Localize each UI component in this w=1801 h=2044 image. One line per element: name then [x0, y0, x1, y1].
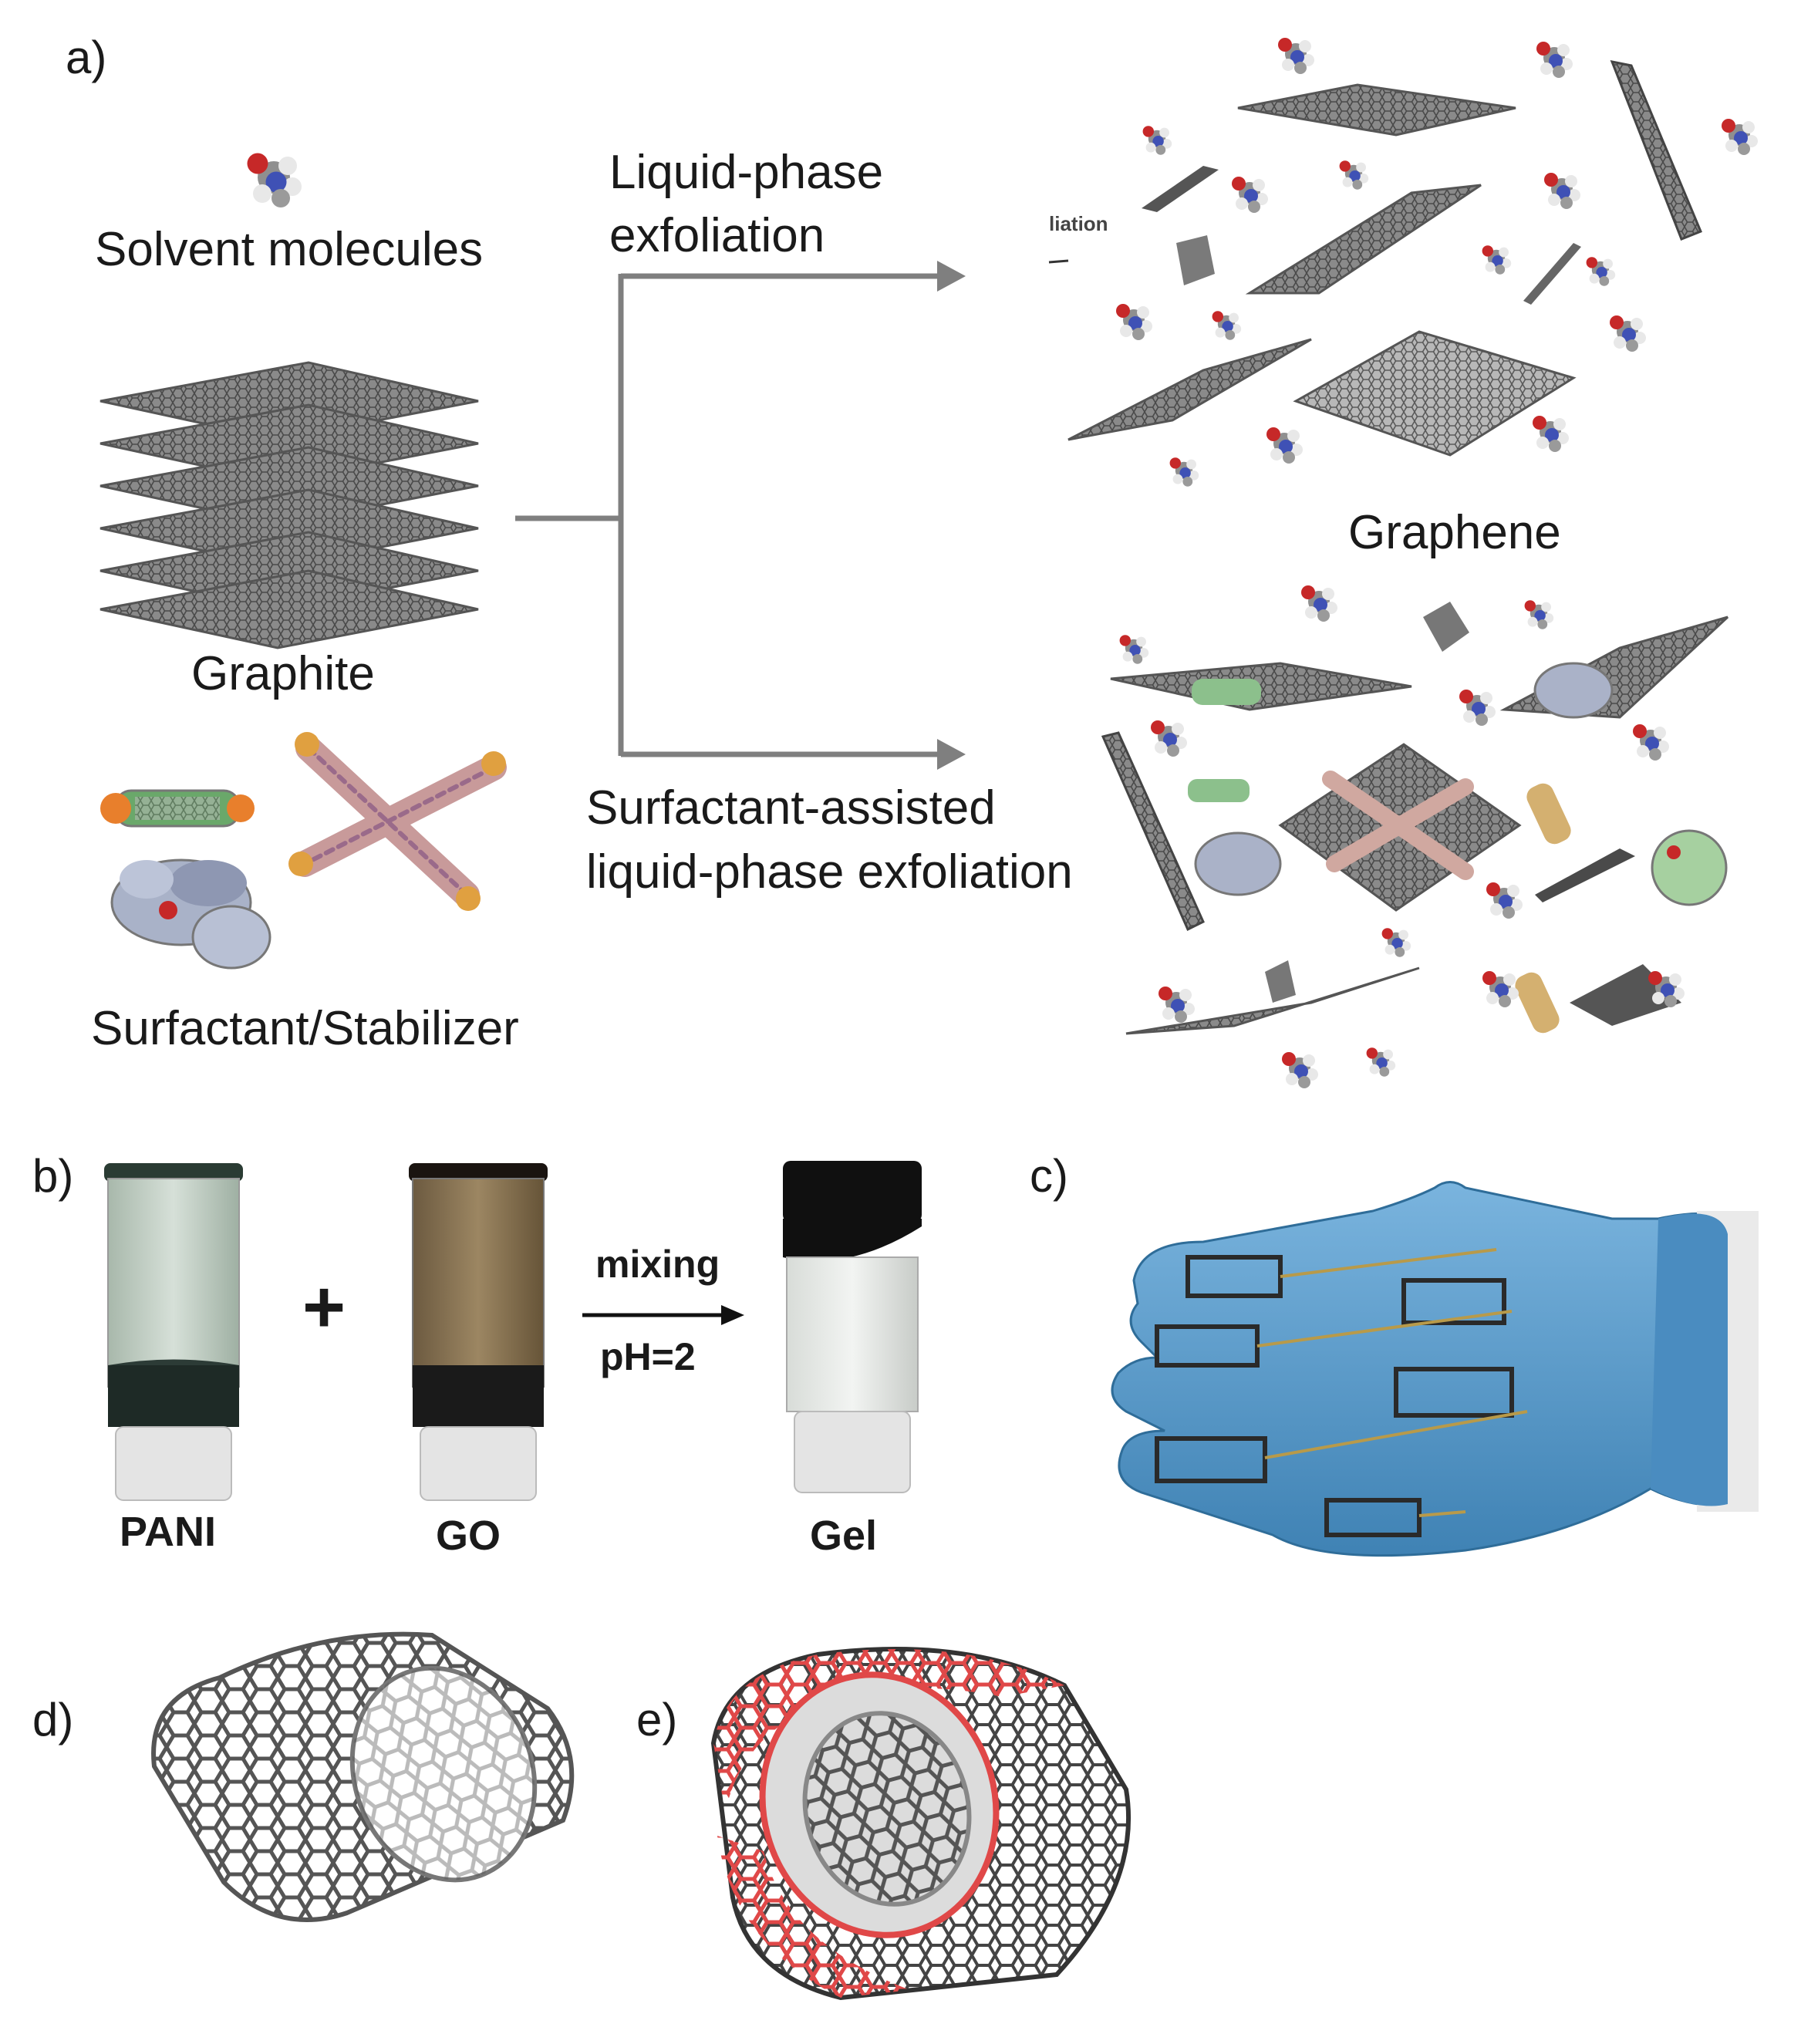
plus-sign: +	[302, 1266, 346, 1348]
route-bottom-line1: Surfactant-assisted	[586, 781, 996, 835]
glove	[1111, 1181, 1759, 1557]
vial-label-go: GO	[436, 1513, 501, 1559]
vial-gel	[783, 1161, 922, 1493]
vial-go	[409, 1163, 548, 1501]
vial-label-gel: Gel	[810, 1513, 878, 1559]
surfactant-cross	[288, 732, 507, 911]
surfactant-caption: Surfactant/Stabilizer	[91, 1002, 519, 1055]
graphene-scene-top	[1048, 38, 1758, 487]
panel-b-graphics	[104, 1161, 922, 1501]
graphene-caption: Graphene	[1348, 506, 1561, 559]
panel-a-label: a)	[66, 32, 107, 83]
mixing-label: mixing	[595, 1243, 720, 1286]
panel-c-graphics	[1064, 1142, 1759, 1573]
mixing-arrow	[582, 1305, 744, 1325]
vial-pani	[104, 1163, 243, 1501]
panel-a-graphics	[99, 38, 1758, 1088]
surfactant-rod	[100, 789, 255, 828]
surfactant-cross-on-sheet	[1322, 771, 1474, 880]
inset-fragment-label: liation	[1049, 212, 1108, 235]
route-top-line2: exfoliation	[609, 209, 825, 262]
panel-d-nanotube	[151, 1631, 575, 1922]
panel-e-nanotube	[710, 1647, 1132, 2001]
panel-d-label: d)	[32, 1694, 74, 1745]
solvent-molecule-icon	[247, 153, 302, 207]
surfactant-blob	[110, 858, 271, 970]
panel-c-label: c)	[1030, 1150, 1068, 1202]
ph-label: pH=2	[600, 1335, 696, 1378]
graphene-scene-bottom	[1101, 585, 1729, 1088]
route-bottom-line2: liquid-phase exfoliation	[586, 845, 1073, 899]
graphite-stack	[99, 361, 479, 649]
branching-arrows	[515, 261, 966, 770]
vial-label-pani: PANI	[120, 1509, 217, 1555]
panel-e-label: e)	[636, 1694, 678, 1745]
panel-b-label: b)	[32, 1150, 74, 1202]
route-top-line1: Liquid-phase	[609, 146, 884, 199]
solvent-caption: Solvent molecules	[95, 223, 484, 276]
graphite-caption: Graphite	[191, 647, 375, 700]
